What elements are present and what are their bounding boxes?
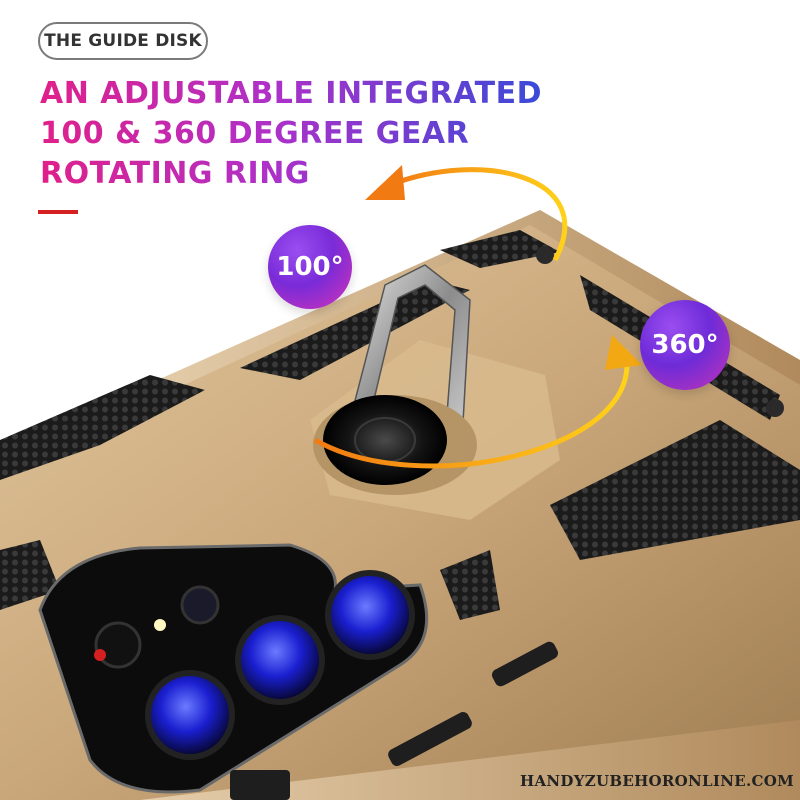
flash-led: [154, 619, 166, 631]
screw: [766, 399, 784, 417]
grip-panel: [440, 230, 560, 268]
headline-line-1: AN ADJUSTABLE INTEGRATED: [40, 74, 542, 114]
grip-panel: [0, 540, 60, 610]
curved-arrow-icon: [389, 167, 568, 262]
watermark: HANDYZUBEHORONLINE.COM: [520, 772, 794, 790]
headline-line-2: 100 & 360 DEGREE GEAR: [40, 114, 542, 154]
headline-line-3: ROTATING RING: [40, 154, 542, 194]
mic-dot: [94, 649, 106, 661]
curved-arrow-icon: [313, 349, 630, 469]
curved-arrow-head: [365, 165, 405, 200]
camera-sensor: [180, 585, 220, 625]
rotation-angle-badge: 360°: [640, 300, 730, 390]
headline: AN ADJUSTABLE INTEGRATED 100 & 360 DEGRE…: [40, 74, 542, 194]
side-button: [491, 641, 559, 687]
side-button: [230, 770, 290, 800]
magnetic-disc: [323, 395, 447, 485]
side-button: [388, 712, 472, 766]
grip-panel: [0, 375, 205, 480]
camera-lens: [325, 570, 415, 660]
camera-lens: [145, 670, 235, 760]
guide-disk-tag: THE GUIDE DISK: [38, 22, 208, 60]
rotation-angle-label: 360°: [651, 330, 719, 360]
camera-sensor: [94, 621, 142, 669]
camera-lens: [235, 615, 325, 705]
grip-panel: [440, 550, 500, 620]
grip-panel: [240, 280, 470, 380]
tilt-angle-label: 100°: [276, 252, 344, 282]
accent-bar: [38, 210, 78, 214]
guide-disk-tag-label: THE GUIDE DISK: [44, 31, 202, 51]
curved-arrow-head: [605, 335, 642, 370]
grip-panel: [550, 420, 800, 560]
screw: [536, 246, 554, 264]
tilt-angle-badge: 100°: [268, 225, 352, 309]
